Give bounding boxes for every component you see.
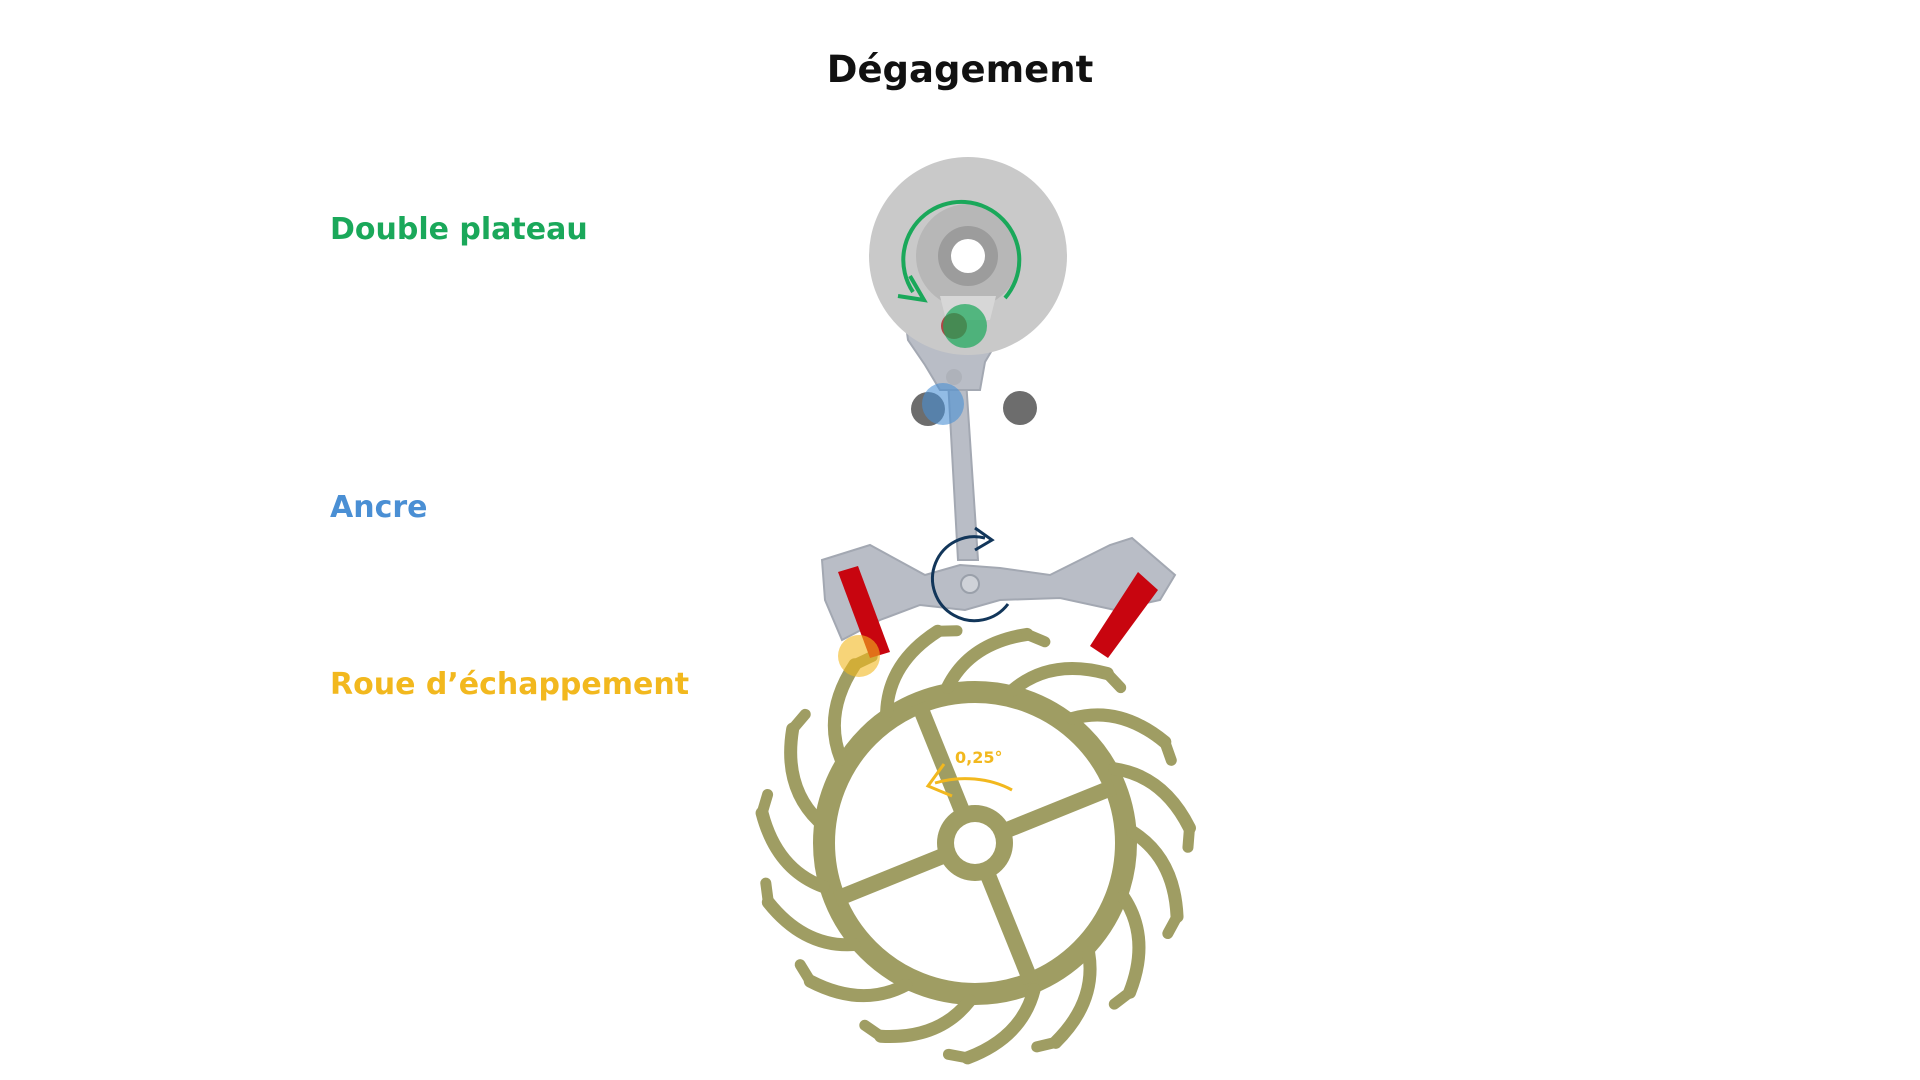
wheel-tooth-tip: [942, 1048, 973, 1064]
anchor-rotation-arrow: [931, 535, 1010, 623]
wheel-tooth-tip: [1101, 668, 1127, 694]
wheel-hub-hole: [954, 822, 996, 864]
wheel-tooth: [755, 806, 830, 894]
wheel-rim: [813, 681, 1137, 1005]
wheel-tooth: [1126, 825, 1184, 924]
wheel-tooth: [880, 624, 945, 719]
pallet-stone-entry: [838, 566, 890, 658]
wheel-tooth: [784, 722, 826, 828]
wheel-tooth-tip: [1108, 986, 1136, 1010]
wheel-tooth-tip: [794, 959, 816, 987]
wheel-tooth-tip: [756, 789, 774, 819]
roue-marker: [838, 635, 880, 677]
roller-hole: [951, 239, 985, 273]
wheel-tooth: [803, 974, 913, 1003]
label-ancre: Ancre: [330, 490, 428, 525]
wheel-tooth-tip: [1182, 822, 1195, 853]
anchor: [820, 316, 1177, 658]
pallet-stone-exit: [1090, 572, 1158, 658]
wheel-tooth: [941, 627, 1034, 694]
wheel-tooth-tip: [932, 625, 963, 637]
wheel-tooth: [1116, 890, 1146, 999]
escape-wheel: [755, 624, 1196, 1065]
wheel-tooth: [1006, 662, 1114, 697]
label-roue-echappement: Roue d’échappement: [330, 667, 690, 702]
rotation-angle-indicator: 0,25°: [925, 748, 1013, 798]
page-title: Dégagement: [826, 48, 1094, 91]
wheel-tooth-tip: [1021, 628, 1051, 648]
wheel-tooth-tip: [1159, 736, 1177, 766]
plateau-rotation-arrowhead: [897, 274, 928, 303]
banking-pin-right: [1003, 391, 1037, 425]
anchor-rotation-arrowhead: [974, 526, 995, 552]
anchor-arms: [820, 536, 1177, 642]
wheel-tooth-tip: [787, 708, 811, 735]
angle-label: 0,25°: [955, 748, 1002, 767]
anchor-pivot: [960, 574, 980, 594]
wheel-tooth-tip: [1162, 911, 1183, 940]
double-plateau: [869, 157, 1067, 355]
wheel-rotation-arc: [934, 777, 1013, 792]
wheel-tooth: [1108, 762, 1196, 835]
wheel-tooth: [874, 994, 976, 1044]
plateau-marker: [943, 304, 987, 348]
wheel-tooth: [1065, 708, 1172, 749]
wheel-tooth: [827, 658, 862, 766]
wheel-tooth-tip: [1031, 1036, 1062, 1053]
wheel-rotation-arrowhead: [925, 763, 953, 798]
plateau-rotation-arrow: [901, 199, 1022, 300]
anchor-guard-pin: [946, 369, 962, 385]
label-double-plateau: Double plateau: [330, 212, 588, 247]
ancre-marker: [922, 383, 964, 425]
wheel-tooth: [960, 982, 1041, 1065]
wheel-tooth: [1049, 946, 1097, 1049]
wheel-tooth-tip: [859, 1019, 887, 1042]
wheel-tooth: [761, 895, 861, 952]
wheel-tooth-tip: [760, 877, 774, 908]
